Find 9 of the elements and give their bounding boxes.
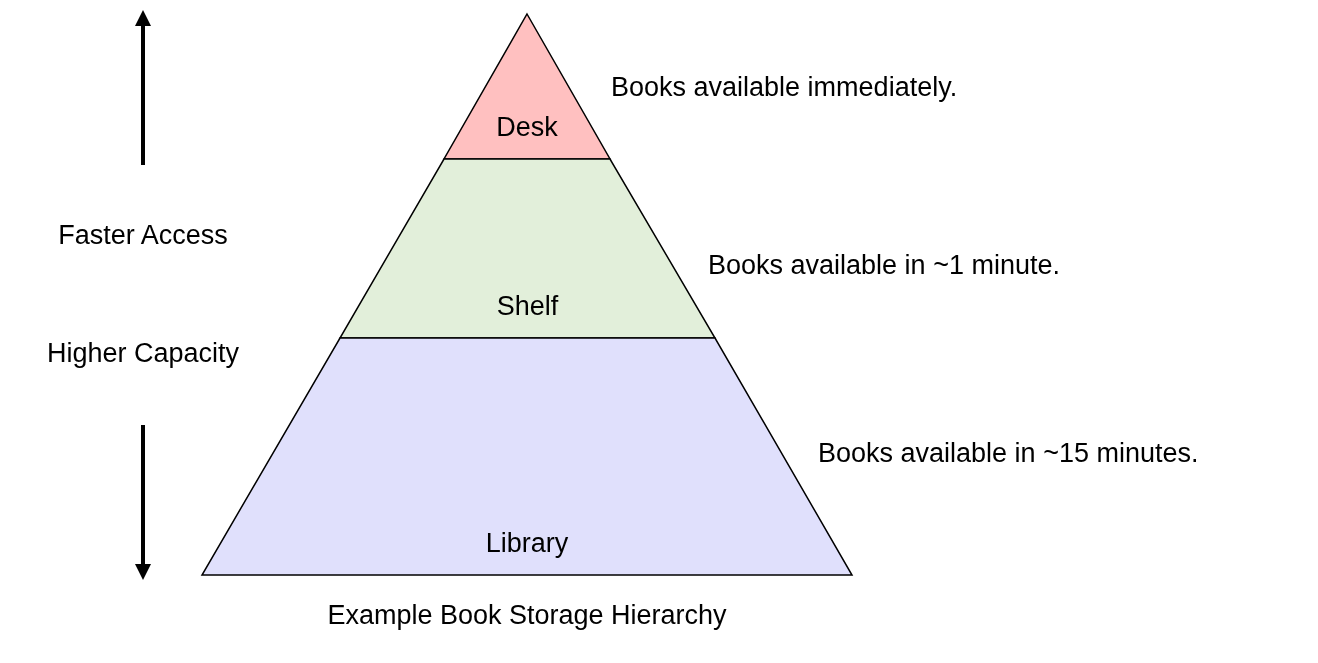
tier-label: Library xyxy=(484,528,570,559)
tier-note: Books available in ~1 minute. xyxy=(708,250,1060,281)
tier-label: Shelf xyxy=(495,291,560,322)
tier-note: Books available in ~15 minutes. xyxy=(818,438,1199,469)
axis-label: Higher Capacity xyxy=(46,338,240,369)
tier-label: Desk xyxy=(495,112,559,143)
caption: Example Book Storage Hierarchy xyxy=(327,600,727,631)
axis-label: Faster Access xyxy=(58,220,228,251)
tier-note: Books available immediately. xyxy=(611,72,958,103)
